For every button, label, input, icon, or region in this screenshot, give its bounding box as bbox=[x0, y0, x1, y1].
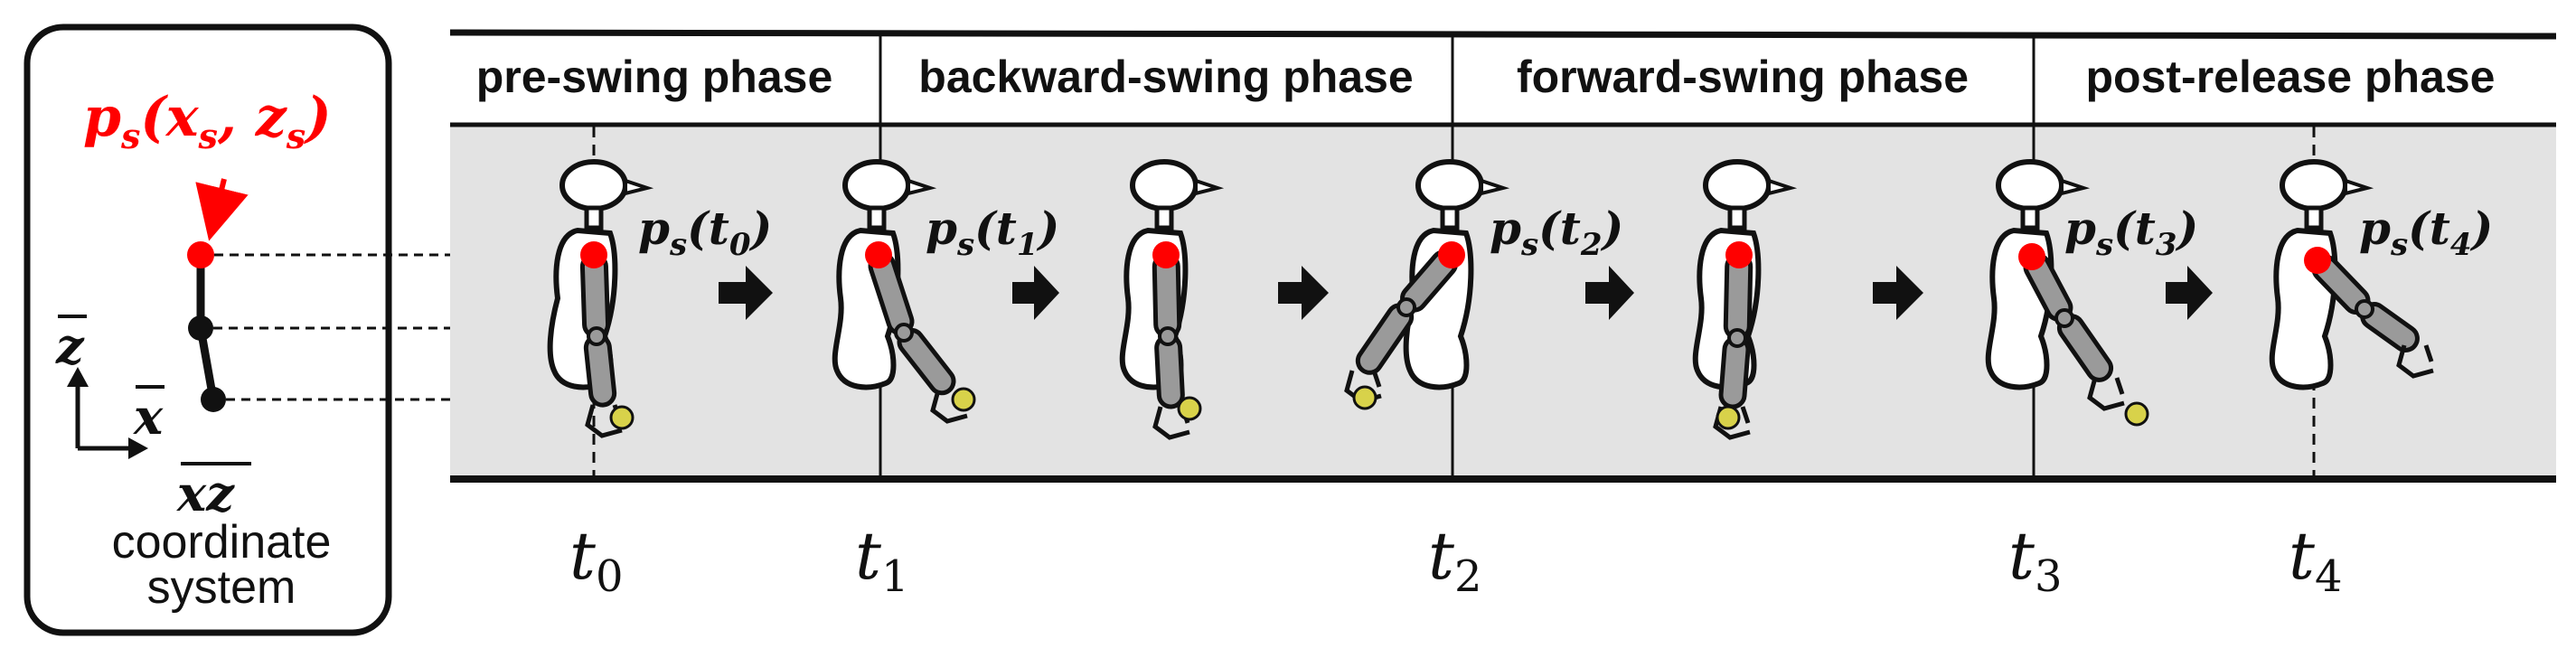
position-label-t0: ps(t0) bbox=[638, 202, 772, 263]
ball bbox=[1352, 385, 1377, 410]
ball bbox=[2124, 401, 2149, 427]
wrist-point bbox=[201, 387, 226, 412]
hand-claw bbox=[2396, 344, 2434, 379]
z-axis-arrowhead bbox=[67, 367, 89, 387]
point-label: ps(xs, zs) bbox=[83, 86, 332, 156]
robot-neck bbox=[2304, 205, 2324, 230]
robot-beak bbox=[1767, 178, 1798, 196]
step-arrow-2 bbox=[1012, 266, 1059, 320]
shoulder-point bbox=[1152, 241, 1180, 268]
table-top-border bbox=[449, 29, 2557, 40]
ball bbox=[609, 405, 635, 430]
robot-beak bbox=[624, 178, 654, 196]
robot-neck bbox=[1154, 205, 1174, 230]
position-label-t1: ps(t1) bbox=[926, 202, 1059, 263]
position-label-t3: ps(t3) bbox=[2064, 202, 2198, 263]
step-arrow-5 bbox=[1873, 266, 1923, 320]
caption-line-2: system bbox=[147, 561, 296, 614]
x-axis-label: x bbox=[133, 388, 164, 446]
robot-beak bbox=[907, 178, 937, 196]
robot-beak bbox=[2060, 178, 2091, 196]
arm-segment bbox=[1718, 335, 1751, 409]
x-axis-arrowhead bbox=[128, 437, 148, 459]
position-labels: ps(t0) ps(t1) ps(t2) ps(t3) ps(t4) bbox=[638, 202, 2493, 263]
robot-neck bbox=[584, 205, 604, 230]
robot-head bbox=[842, 159, 911, 212]
shoulder-point bbox=[580, 241, 607, 268]
elbow-point bbox=[188, 315, 213, 341]
robot-neck bbox=[867, 205, 887, 230]
time-label-t1: t1 bbox=[855, 518, 908, 602]
robot-figure bbox=[1119, 159, 1225, 440]
step-arrow-6 bbox=[2166, 266, 2213, 320]
coordinate-panel: ps(xs, zs) z x xz coordinate system bbox=[24, 24, 392, 636]
robot-figure bbox=[832, 159, 976, 424]
robot-beak bbox=[1194, 178, 1225, 196]
point-arrow bbox=[195, 178, 249, 241]
caption-line-1: coordinate bbox=[112, 516, 332, 569]
elbow-joint bbox=[1158, 326, 1178, 346]
shoulder-point bbox=[2304, 247, 2331, 274]
phase-pre-swing: pre-swing phase bbox=[476, 52, 833, 102]
robot-beak bbox=[2344, 178, 2374, 196]
time-label-t3: t3 bbox=[2008, 518, 2062, 602]
robot-figure bbox=[547, 159, 654, 438]
position-label-t4: ps(t4) bbox=[2359, 202, 2493, 263]
step-arrow-4 bbox=[1585, 266, 1634, 320]
z-axis-label: z bbox=[55, 317, 85, 375]
phase-table: pre-swing phase backward-swing phase for… bbox=[449, 29, 2557, 483]
robot-neck bbox=[1440, 205, 1460, 230]
robot-head bbox=[2280, 159, 2348, 212]
elbow-joint bbox=[1396, 297, 1416, 317]
phase-backward-swing: backward-swing phase bbox=[918, 52, 1413, 102]
elbow-joint bbox=[894, 323, 914, 343]
robot-head bbox=[559, 159, 628, 212]
robot-head bbox=[1703, 159, 1772, 212]
step-arrow-1 bbox=[719, 266, 773, 320]
phase-post-release: post-release phase bbox=[2086, 52, 2496, 102]
motion-band bbox=[450, 127, 2556, 479]
robot-neck bbox=[2020, 205, 2040, 230]
time-label-t2: t2 bbox=[1428, 518, 1481, 602]
elbow-joint bbox=[1727, 328, 1747, 348]
robot-head bbox=[1996, 159, 2064, 212]
shoulder-point bbox=[865, 241, 892, 268]
elbow-joint bbox=[2054, 308, 2074, 328]
robot-beak bbox=[1480, 178, 1510, 196]
robot-figures bbox=[547, 159, 2434, 440]
ball bbox=[1177, 396, 1202, 421]
plane-label: xz bbox=[176, 465, 235, 522]
hand-claw bbox=[2087, 377, 2125, 411]
step-arrows bbox=[719, 266, 2213, 320]
robot-figure bbox=[2269, 159, 2434, 390]
step-arrow-3 bbox=[1278, 266, 1329, 320]
arm-segment bbox=[1154, 334, 1185, 409]
shoulder-point bbox=[187, 241, 214, 268]
position-label-t2: ps(t2) bbox=[1490, 202, 1623, 263]
time-label-t4: t4 bbox=[2289, 518, 2342, 602]
phase-forward-swing: forward-swing phase bbox=[1517, 52, 1969, 102]
robot-figure bbox=[1692, 159, 1798, 440]
robot-head bbox=[1130, 159, 1199, 212]
time-labels: t0 t1 t2 t3 t4 bbox=[569, 518, 2342, 602]
arm-segment bbox=[583, 334, 617, 408]
time-label-t0: t0 bbox=[569, 518, 623, 602]
shoulder-point bbox=[2018, 243, 2045, 270]
robot-neck bbox=[1727, 205, 1747, 230]
robot-figure bbox=[1985, 159, 2149, 427]
elbow-joint bbox=[2355, 299, 2374, 319]
robot-figure bbox=[1344, 159, 1510, 410]
shoulder-point bbox=[1438, 241, 1465, 268]
robot-head bbox=[1415, 159, 1484, 212]
elbow-joint bbox=[587, 326, 606, 346]
ball bbox=[1716, 405, 1741, 430]
ball bbox=[951, 387, 976, 412]
shoulder-point bbox=[1725, 241, 1753, 268]
